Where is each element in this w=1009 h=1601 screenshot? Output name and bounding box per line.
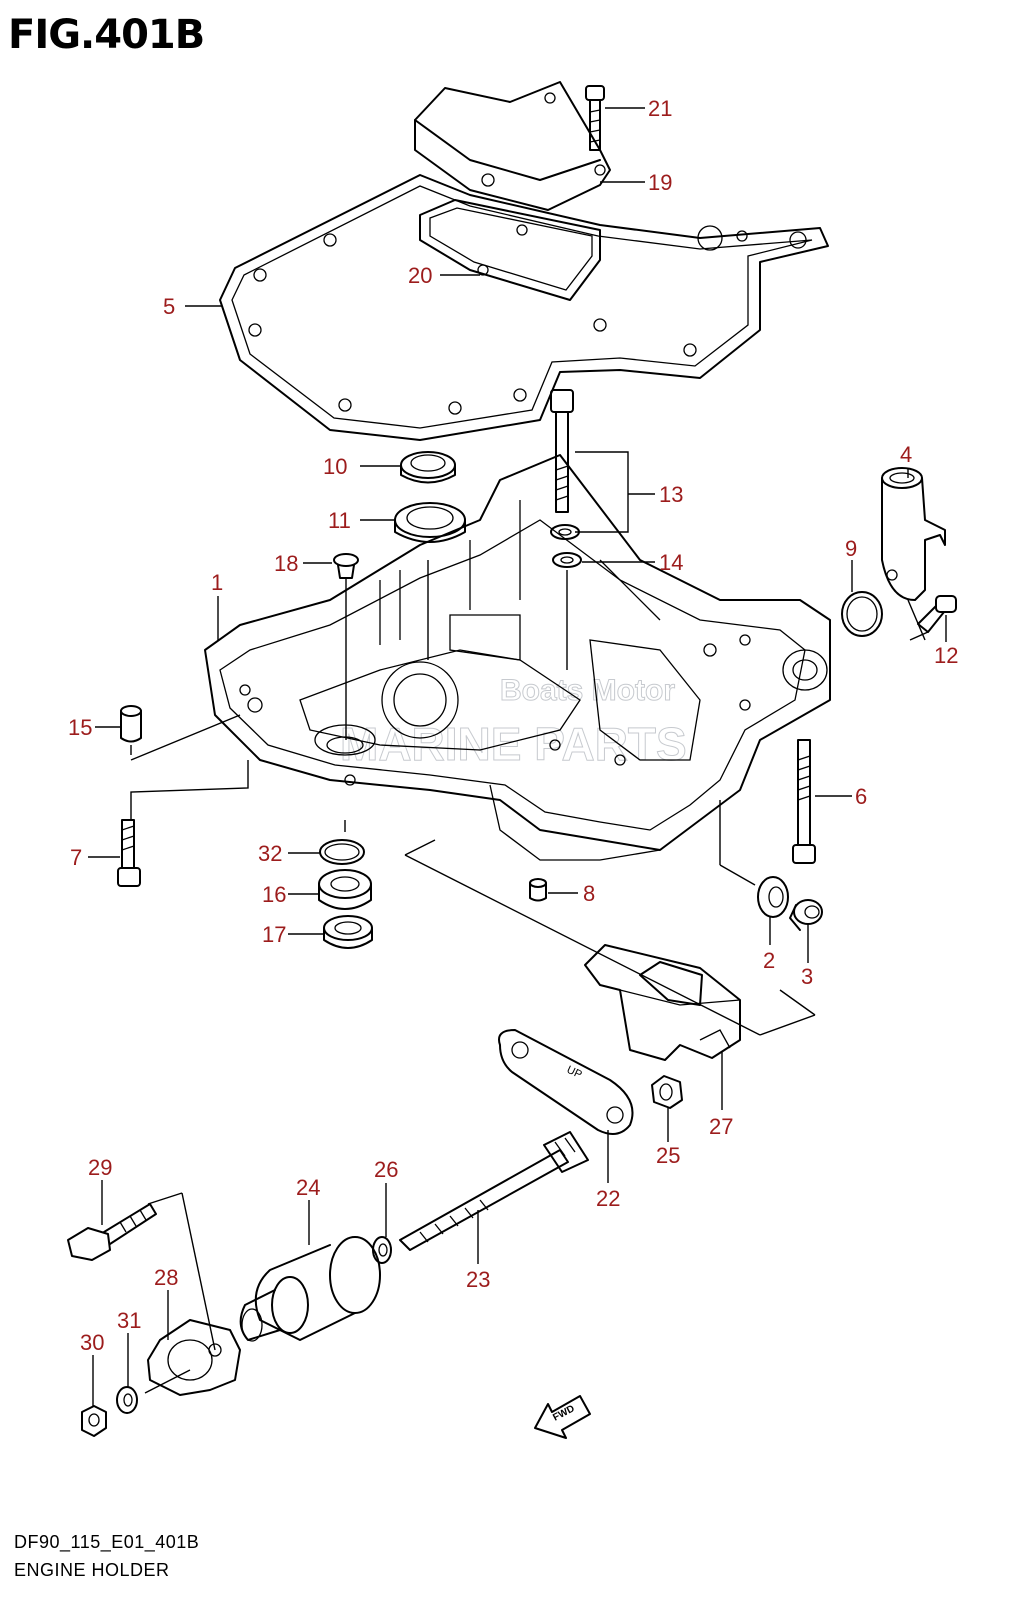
callout-8: 8 [583, 881, 595, 906]
part-11-seal [394, 502, 466, 543]
callout-11: 11 [328, 508, 351, 533]
callout-25: 25 [656, 1143, 680, 1168]
callout-17: 17 [262, 922, 286, 947]
callout-1: 1 [211, 570, 223, 595]
part-14-washer [552, 552, 582, 568]
part-30-nut [81, 1405, 107, 1437]
part-5-gasket [219, 174, 829, 441]
callout-14: 14 [659, 550, 683, 575]
part-12-bolt [917, 595, 957, 633]
part-17-seal [323, 915, 373, 949]
part-25-nut [651, 1075, 683, 1109]
callout-3: 3 [801, 964, 813, 989]
part-24-mount-rubber [239, 1236, 381, 1342]
callout-12: 12 [934, 643, 958, 668]
part-9-o-ring [841, 591, 883, 637]
part-2-washer [757, 876, 789, 918]
callout-19: 19 [648, 170, 672, 195]
part-15-pin [120, 705, 142, 743]
part-6-bolt [792, 739, 816, 864]
part-29-bolt [67, 1203, 157, 1261]
callout-24: 24 [296, 1175, 320, 1200]
part-8-dowel [529, 878, 547, 902]
part-23-stud [399, 1131, 589, 1251]
callout-13: 13 [659, 482, 683, 507]
part-20-inner-gasket [419, 199, 601, 301]
callout-2: 2 [763, 948, 775, 973]
callout-16: 16 [262, 882, 286, 907]
part-1-engine-holder [204, 454, 831, 861]
watermark-line1: Boats Motor [500, 674, 675, 707]
callout-9: 9 [845, 536, 857, 561]
part-16-bearing [318, 869, 372, 910]
callout-29: 29 [88, 1155, 112, 1180]
callout-6: 6 [855, 784, 867, 809]
callout-15: 15 [68, 715, 92, 740]
fwd-arrow-icon: FWD [534, 1395, 591, 1439]
watermark-line2: MARINE PARTS [340, 718, 687, 770]
callout-7: 7 [70, 845, 82, 870]
part-4-fitting [881, 467, 946, 601]
callouts: 21 19 20 5 10 11 13 14 18 1 4 9 12 15 6 … [68, 96, 958, 1355]
part-3-plug [789, 899, 823, 931]
callout-26: 26 [374, 1157, 398, 1182]
callout-30: 30 [80, 1330, 104, 1355]
figure-code: DF90_115_E01_401B [14, 1532, 200, 1552]
callout-18: 18 [274, 551, 298, 576]
callout-28: 28 [154, 1265, 178, 1290]
callout-5: 5 [163, 294, 175, 319]
callout-20: 20 [408, 263, 432, 288]
callout-23: 23 [466, 1267, 490, 1292]
part-32-snap-ring [319, 839, 365, 865]
callout-32: 32 [258, 841, 282, 866]
part-18-plug [333, 553, 359, 579]
part-31-washer [116, 1386, 138, 1414]
callout-31: 31 [117, 1308, 141, 1333]
part-26-washer [372, 1236, 392, 1264]
callout-4: 4 [900, 442, 912, 467]
watermark: Boats Motor MARINE PARTS [340, 674, 688, 771]
part-21-bolt [585, 85, 605, 151]
plate-up-label: UP [565, 1064, 584, 1081]
part-27-mount-bracket [584, 944, 741, 1061]
callout-22: 22 [596, 1186, 620, 1211]
figure-name: ENGINE HOLDER [14, 1560, 170, 1580]
part-7-bolt [117, 819, 141, 887]
leader-lines [88, 107, 947, 1406]
fwd-label: FWD [551, 1403, 576, 1423]
figure-title: FIG.401B [8, 12, 205, 58]
part-22-plate: UP [498, 1029, 634, 1135]
callout-10: 10 [323, 454, 347, 479]
part-13-bolt [550, 389, 580, 540]
part-10-seal [400, 451, 456, 484]
callout-27: 27 [709, 1114, 733, 1139]
callout-21: 21 [648, 96, 672, 121]
part-19-cover [414, 81, 611, 211]
